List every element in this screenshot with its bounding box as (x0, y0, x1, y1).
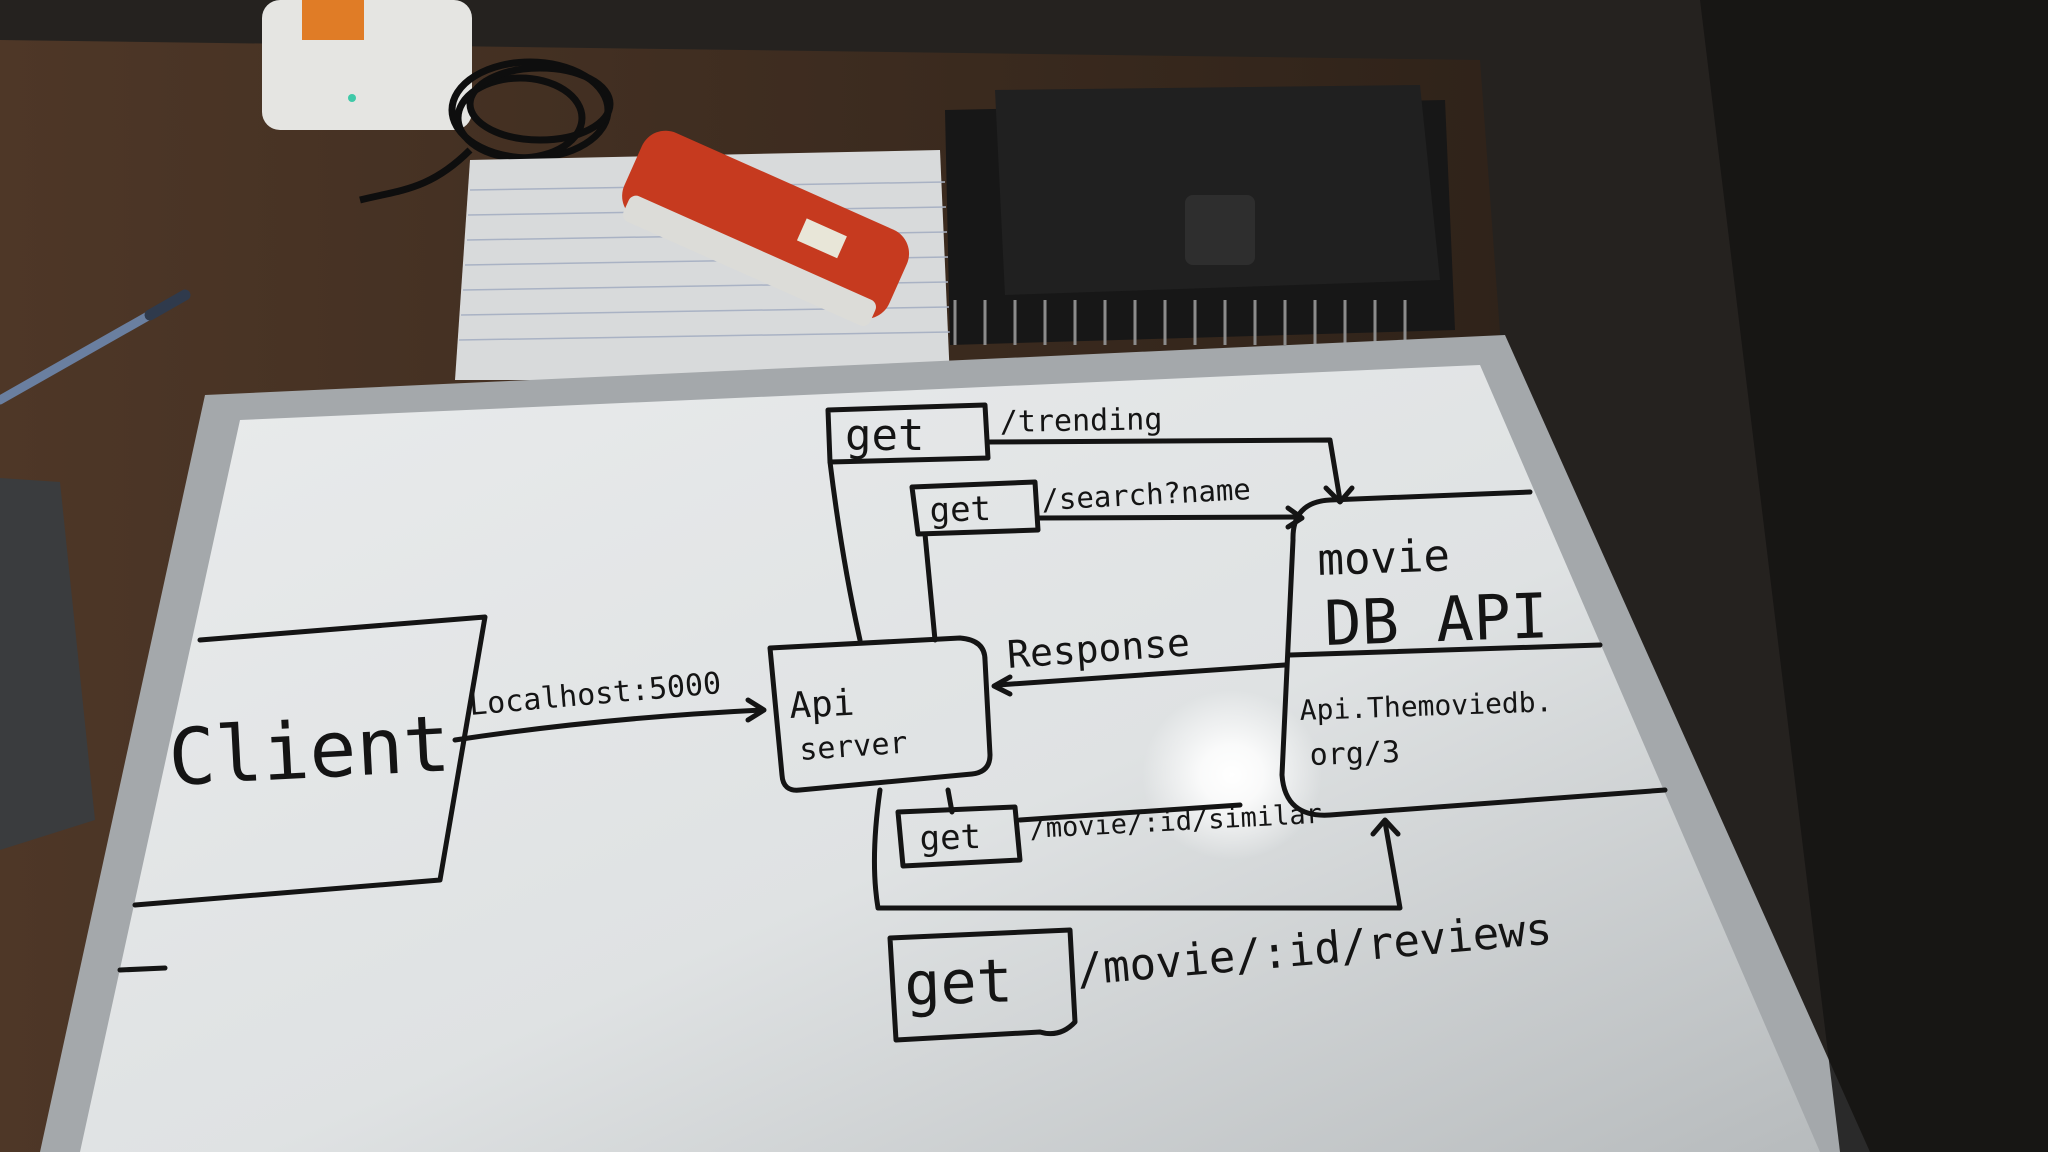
similar-method-box (895, 804, 1023, 869)
client-box (132, 614, 488, 908)
search-arrowhead (1285, 505, 1305, 530)
route-similar-method: get (919, 817, 982, 859)
diagram-strokes (117, 402, 1668, 1043)
client-label: Client (166, 699, 452, 804)
api-server-label-2: server (798, 726, 909, 768)
moviedb-divider (1287, 642, 1603, 658)
route-reviews-method: get (903, 946, 1014, 1020)
trending-method-box (825, 402, 991, 465)
route-trending-path: /trending (1000, 402, 1163, 440)
response-arrowhead (991, 674, 1013, 697)
reviews-method-box (887, 927, 1078, 1043)
cable-icon (359, 58, 614, 204)
api-server-label: Api (788, 683, 855, 727)
moviedb-box (1279, 489, 1668, 818)
client-to-api-arrow (452, 707, 765, 743)
search-connector (922, 514, 1303, 643)
reviews-connector (871, 787, 1403, 911)
trending-arrowhead (1323, 485, 1355, 505)
moviedb-label: movie (1317, 530, 1451, 586)
notebook-icon (945, 85, 1455, 345)
moviedb-url-2: org/3 (1309, 735, 1400, 773)
route-trending-method: get (845, 410, 924, 461)
api-server-box (767, 635, 993, 793)
whiteboard-eraser-icon (622, 130, 910, 326)
reviews-arrowhead (1370, 817, 1401, 837)
router-icon (262, 0, 472, 130)
right-shadow (1700, 0, 2048, 1152)
search-method-box (909, 479, 1041, 537)
moviedb-label-2: DB API (1323, 579, 1549, 660)
route-search-method: get (929, 489, 992, 531)
light-glare (1142, 690, 1322, 860)
trending-connector (827, 437, 1343, 643)
client-to-api-arrowhead (745, 697, 767, 723)
whiteboard: Client Localhost:5000 Api server Respons… (40, 335, 1870, 1152)
similar-connector (945, 787, 1243, 823)
response-arrow (995, 662, 1288, 688)
pen-icon (0, 289, 191, 405)
whiteboard-surface (80, 365, 1820, 1152)
dark-object (0, 478, 95, 850)
